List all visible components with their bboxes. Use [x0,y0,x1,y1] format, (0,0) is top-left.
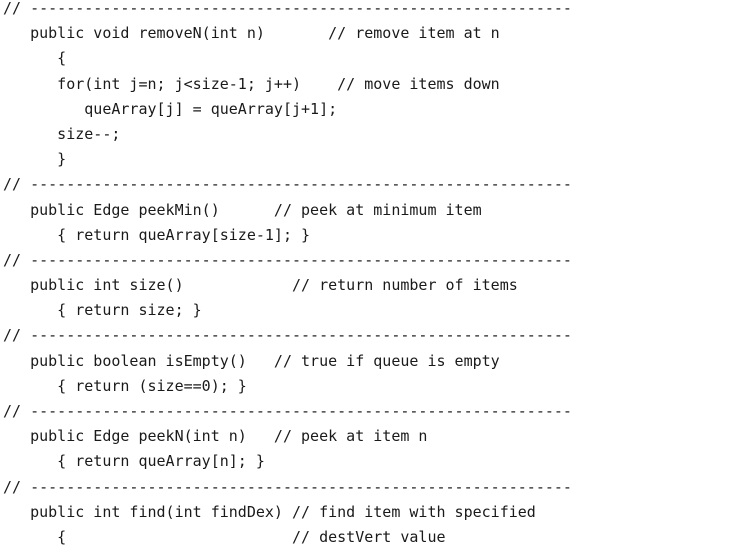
code-line: size--; [3,124,121,143]
code-line: for(int j=n; j<size-1; j++) // move item… [3,74,500,93]
code-line: // -------------------------------------… [3,326,572,345]
code-line: // -------------------------------------… [3,0,572,17]
code-line: public int size() // return number of it… [3,276,518,295]
code-line: public void removeN(int n) // remove ite… [3,24,500,43]
code-line: // -------------------------------------… [3,402,572,420]
code-line: queArray[j] = queArray[j+1]; [3,99,338,118]
code-line: public Edge peekN(int n) // peek at item… [3,427,428,446]
code-line: { return queArray[size-1]; } [3,225,311,244]
code-line: // -------------------------------------… [3,175,572,194]
code-line: public Edge peekMin() // peek at minimum… [3,200,482,219]
code-line: // -------------------------------------… [3,477,572,496]
code-line: public boolean isEmpty() // true if queu… [3,351,500,370]
code-line: public int find(int findDex) // find ite… [3,502,536,521]
code-line: { return queArray[n]; } [3,452,265,471]
code-line: { // destVert value [3,527,446,546]
code-line: { return (size==0); } [3,376,247,395]
code-line: } [3,150,67,169]
code-line: { [3,49,67,68]
code-line: { return size; } [3,301,202,320]
code-line: // -------------------------------------… [3,250,572,269]
